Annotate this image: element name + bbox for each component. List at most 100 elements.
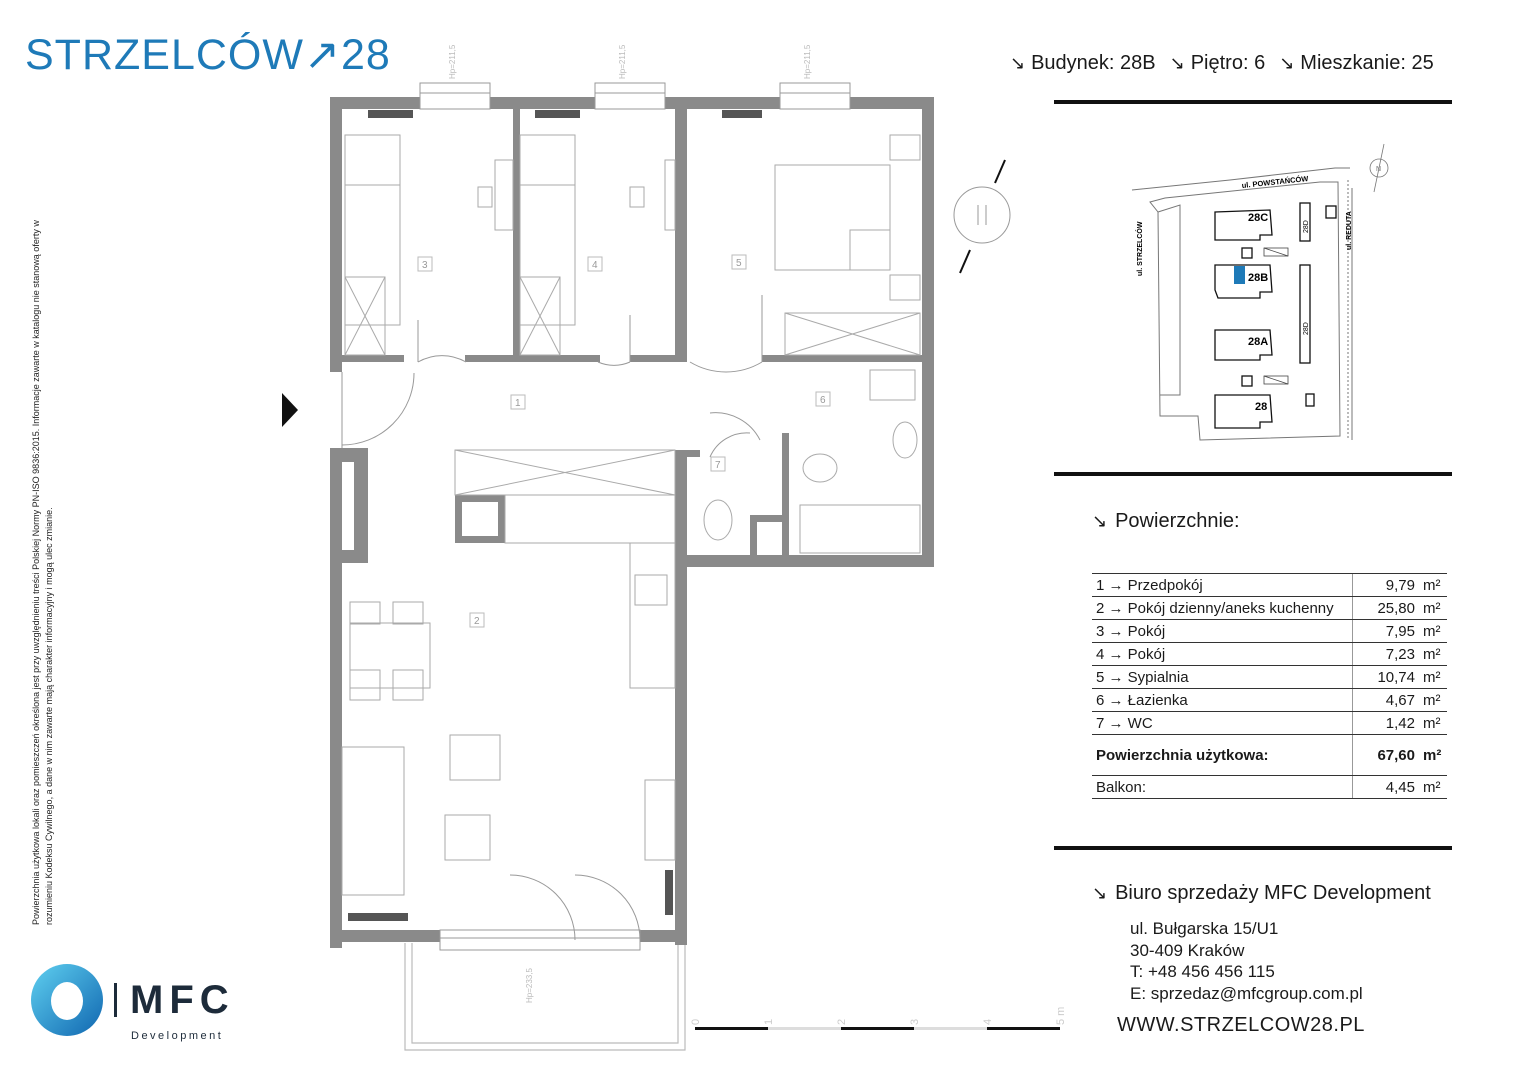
room-number: 6 (820, 395, 826, 406)
building-28a (1214, 329, 1273, 361)
area-label: 5 → Sypialnia (1092, 665, 1353, 689)
window-height-label: Hp=211,5 (618, 44, 627, 79)
scale-label: 2 (836, 1019, 848, 1025)
room-number-box (710, 456, 726, 472)
divider (1054, 846, 1452, 850)
area-label: 1 → Przedpokój (1092, 573, 1353, 597)
scale-segment (695, 1027, 768, 1030)
area-unit: m² (1421, 665, 1447, 689)
scale-segment (914, 1027, 987, 1030)
room-number: 5 (736, 258, 742, 269)
site-label: 28D (1303, 322, 1310, 335)
area-value: 4,45 (1352, 775, 1421, 799)
website-link[interactable]: WWW.STRZELCOW28.PL (1117, 1014, 1365, 1036)
area-value: 25,80 (1352, 596, 1421, 620)
office-city: 30-409 Kraków (1130, 940, 1245, 960)
window-height-label: Hp=211,5 (803, 44, 812, 79)
area-unit: m² (1421, 688, 1447, 712)
area-label: 6 → Łazienka (1092, 688, 1353, 712)
disclaimer: Powierzchnia użytkowa lokali oraz pomies… (31, 220, 54, 925)
site-plan: 28C 28B 28A 28 28D 28D ul. POWSTAŃCÓW ul… (1131, 143, 1389, 441)
area-label: 2 → Pokój dzienny/aneks kuchenny (1092, 596, 1353, 620)
office-phone[interactable]: T: +48 456 456 115 (1130, 962, 1275, 981)
arrow-icon: ↘ (1169, 53, 1185, 73)
room-number-box (731, 254, 747, 270)
site-label: 28B (1248, 272, 1268, 284)
room-number: 1 (515, 398, 521, 409)
area-label: Powierzchnia użytkowa: (1092, 734, 1353, 776)
area-unit: m² (1421, 596, 1447, 620)
building-info: ↘Budynek: 28B (1010, 52, 1156, 74)
area-unit: m² (1421, 711, 1447, 735)
balcony (404, 943, 686, 1051)
arrow-icon: ↘ (1010, 53, 1026, 73)
room-number-box (469, 612, 485, 628)
area-label: 3 → Pokój (1092, 619, 1353, 643)
area-label: 4 → Pokój (1092, 642, 1353, 666)
office-street: ul. Bułgarska 15/U1 (1130, 919, 1279, 938)
area-unit: m² (1421, 573, 1447, 597)
area-unit: m² (1421, 619, 1447, 643)
area-value: 4,67 (1352, 688, 1421, 712)
room-number: 7 (715, 460, 721, 471)
site-label: 28A (1248, 336, 1268, 348)
north-icon (1369, 158, 1389, 178)
room-number-box (815, 391, 831, 407)
divider (1054, 100, 1452, 104)
area-unit: m² (1421, 734, 1447, 776)
arrow-icon: ↘ (1092, 883, 1108, 903)
walls (330, 97, 934, 948)
room-number-box (417, 256, 433, 272)
compass-icon (953, 159, 1011, 274)
building-28 (1214, 394, 1273, 429)
area-value: 7,23 (1352, 642, 1421, 666)
areas-title: ↘Powierzchnie: (1092, 510, 1240, 532)
scale-label: 1 (763, 1019, 775, 1025)
office-email[interactable]: E: sprzedaz@mfcgroup.com.pl (1130, 983, 1363, 1003)
scale-label: 5 m (1055, 1007, 1067, 1025)
room-number-box (510, 394, 526, 410)
street-label: ul. STRZELCÓW (1135, 221, 1144, 276)
room-number: 4 (592, 260, 598, 271)
apartment-info: ↘Mieszkanie: 25 (1279, 52, 1434, 74)
street-label: ul. REDUTA (1346, 211, 1353, 250)
area-value: 67,60 (1352, 734, 1421, 776)
radiators (348, 110, 762, 921)
floor-plan: 1 2 3 4 5 6 7 Hp=211,5 Hp=211,5 Hp=211,5Hp=233,5… (282, 44, 1067, 1051)
room-number: 2 (474, 616, 480, 627)
floor-info: ↘Piętro: 6 (1169, 52, 1266, 74)
building-28d-top (1299, 202, 1311, 242)
site-label: 28C (1248, 212, 1268, 224)
window-height-label: Hp=233,5 (525, 968, 534, 1003)
room-number: 3 (422, 260, 428, 271)
arrow-icon: ↘ (1092, 511, 1108, 531)
area-label: Balkon: (1092, 775, 1353, 799)
scale-segment (768, 1027, 841, 1030)
window-height-label: Hp=211,5 (448, 44, 457, 79)
north-label: N (1376, 166, 1381, 173)
scale-label: 3 (909, 1019, 921, 1025)
area-unit: m² (1421, 775, 1447, 799)
building-28d-long (1299, 264, 1311, 364)
scale-segment (987, 1027, 1060, 1030)
street-label: ul. POWSTAŃCÓW (1241, 174, 1309, 190)
arrow-icon: ↘ (1279, 53, 1295, 73)
site-label: 28D (1303, 220, 1310, 233)
area-value: 10,74 (1352, 665, 1421, 689)
scale-label: 0 (690, 1019, 702, 1025)
logo-divider (114, 983, 117, 1017)
furniture (341, 134, 921, 896)
project-title: STRZELCÓW↗28 (25, 31, 391, 79)
unit-info-header: ↘Budynek: 28B ↘Piętro: 6 ↘Mieszkanie: 25 (1010, 52, 1434, 75)
scale-segment (841, 1027, 914, 1030)
area-value: 9,79 (1352, 573, 1421, 597)
